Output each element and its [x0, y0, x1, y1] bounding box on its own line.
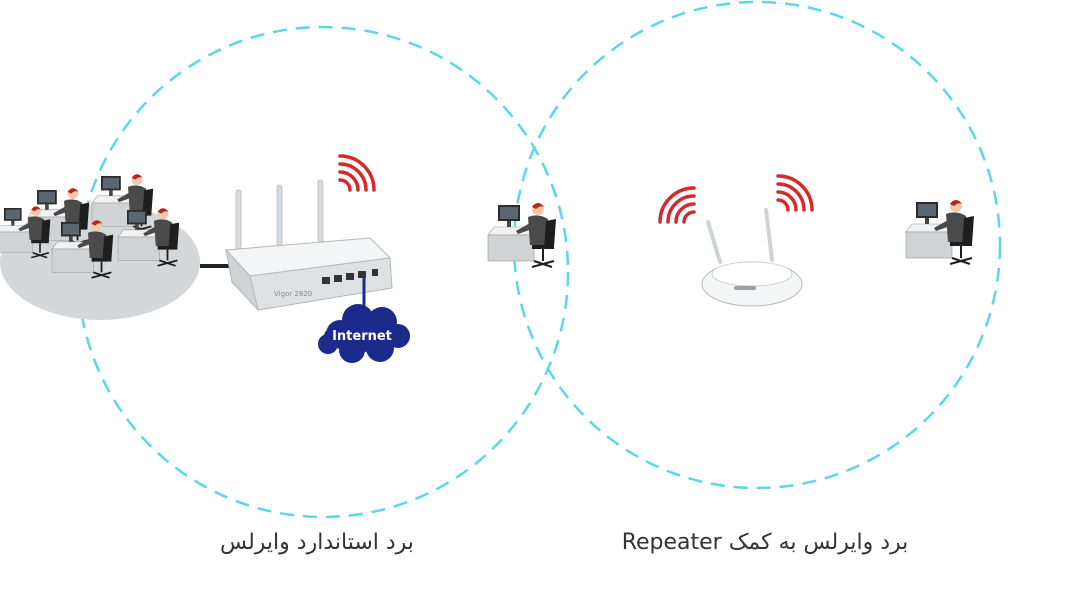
standard-range-caption: برد استاندارد وایرلس: [220, 530, 414, 555]
cloud-icon: Internet: [318, 304, 410, 363]
repeater-icon: [701, 208, 803, 307]
repeater-signal-right-icon: [776, 174, 814, 212]
remote-workstation-icon: [905, 199, 975, 265]
call-center-office-icon: [0, 173, 200, 320]
user-workstation-icon: [487, 202, 557, 268]
router-signal-icon: [338, 154, 376, 192]
repeater-range-caption: برد وایرلس به کمک Repeater: [621, 530, 909, 555]
repeater-signal-left-icon: [658, 186, 696, 224]
internet-label: Internet: [332, 329, 392, 344]
router-model-label: Vigor 2820: [274, 290, 312, 298]
router-icon: Vigor 2820: [224, 179, 393, 312]
